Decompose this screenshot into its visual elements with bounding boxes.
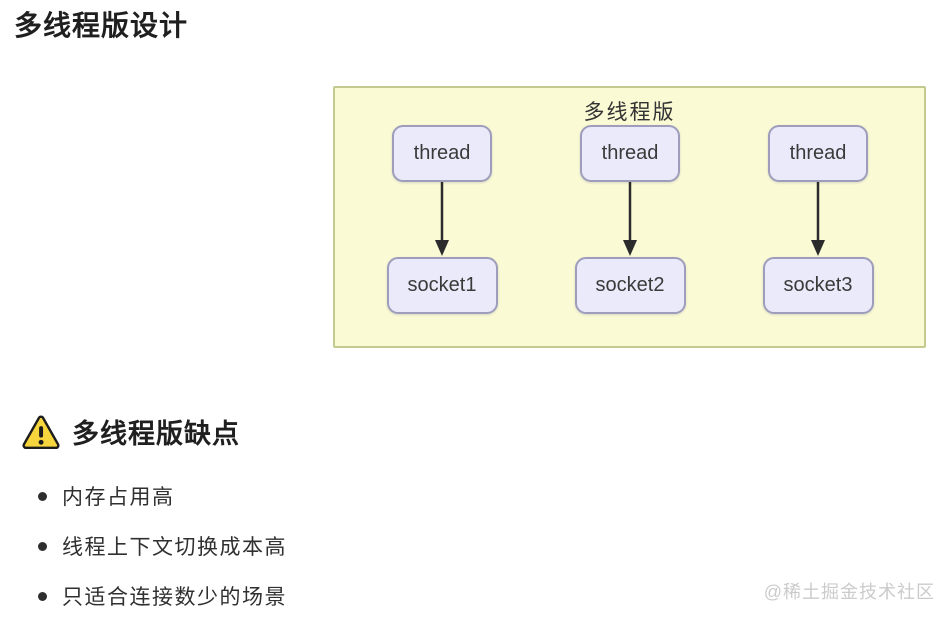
socket-node: socket3 (762, 257, 874, 314)
warning-triangle-icon (22, 415, 60, 449)
watermark: @稀土掘金技术社区 (763, 582, 935, 602)
list-item-text: 内存占用高 (62, 486, 175, 509)
bullet-dot (38, 491, 47, 501)
thread-socket-column: thread socket1 (367, 125, 517, 314)
socket-node-label: socket2 (595, 274, 665, 296)
thread-node-label: thread (413, 142, 471, 164)
thread-node: thread (392, 125, 492, 182)
thread-socket-column: thread socket3 (743, 125, 893, 314)
multithread-diagram-panel: 多线程版 thread socket1 thread socket2 (333, 86, 926, 348)
bullet-dot (38, 591, 47, 601)
page-title: 多线程版设计 (14, 10, 189, 41)
thread-socket-column: thread socket2 (555, 125, 705, 314)
cons-section-heading: 多线程版缺点 (22, 412, 240, 451)
socket-node-label: socket3 (783, 274, 853, 296)
down-arrow-icon (623, 182, 637, 256)
list-item-text: 线程上下文切换成本高 (62, 536, 287, 559)
socket-node-label: socket1 (407, 274, 477, 296)
thread-node-label: thread (789, 142, 847, 164)
socket-node: socket1 (386, 257, 498, 314)
cons-heading-text: 多线程版缺点 (72, 419, 240, 449)
bullet-dot (38, 541, 47, 551)
list-item: 只适合连接数少的场景 (38, 582, 287, 610)
thread-node: thread (768, 125, 868, 182)
down-arrow-icon (811, 182, 825, 256)
list-item-text: 只适合连接数少的场景 (62, 586, 287, 609)
diagram-title: 多线程版 (583, 101, 676, 124)
thread-node: thread (580, 125, 680, 182)
cons-list: 内存占用高 线程上下文切换成本高 只适合连接数少的场景 (38, 482, 287, 618)
down-arrow-icon (435, 182, 449, 256)
socket-node: socket2 (574, 257, 686, 314)
list-item: 线程上下文切换成本高 (38, 532, 287, 560)
list-item: 内存占用高 (38, 482, 287, 510)
thread-node-label: thread (601, 142, 659, 164)
